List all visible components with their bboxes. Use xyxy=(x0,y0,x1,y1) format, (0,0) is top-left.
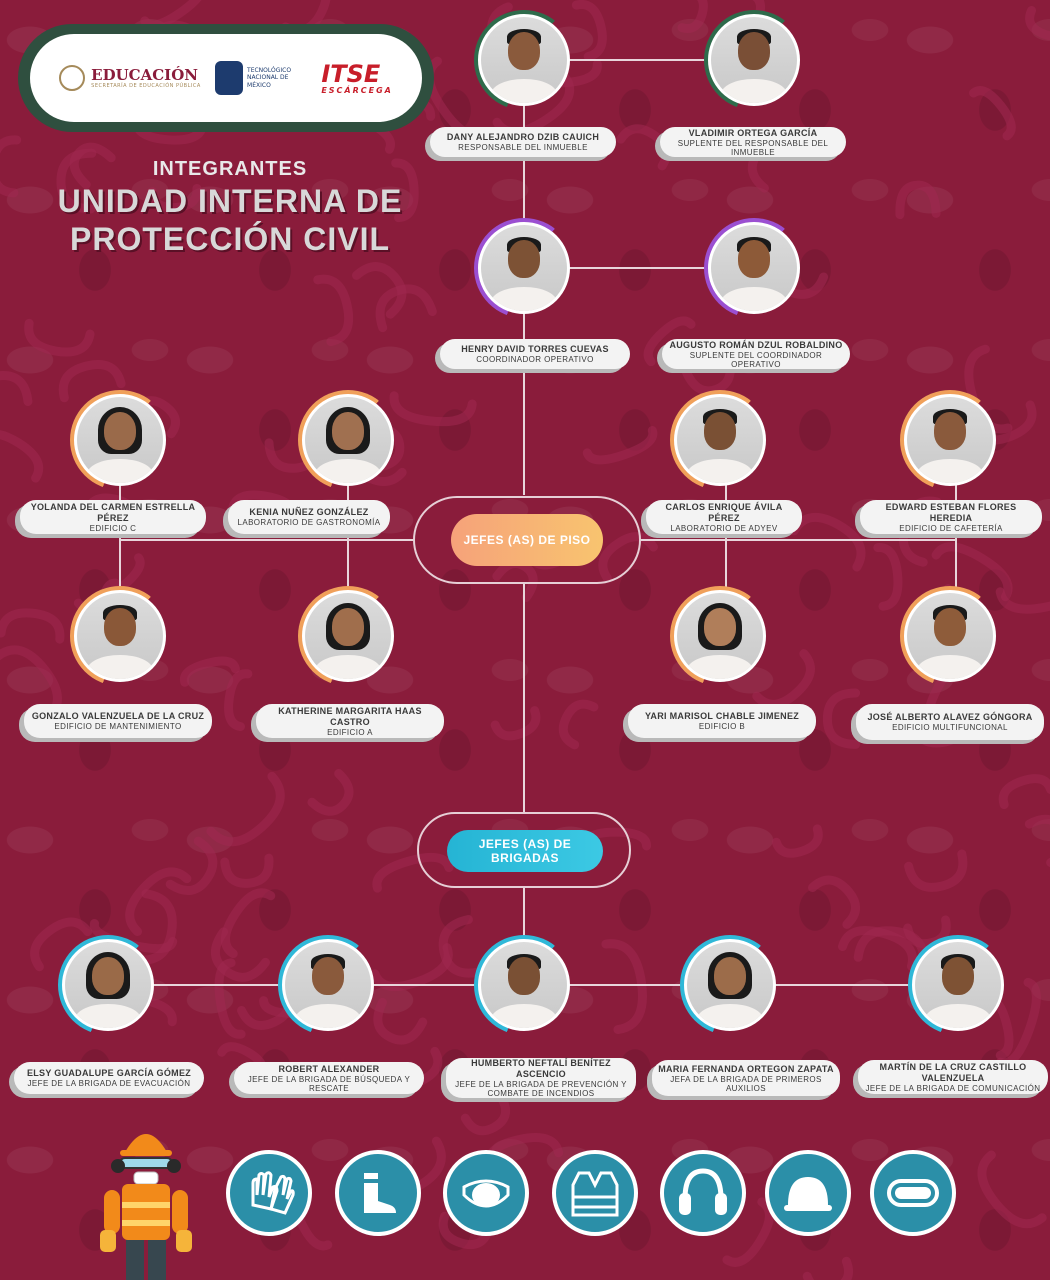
person-label: YOLANDA DEL CARMEN ESTRELLA PÉREZ EDIFIC… xyxy=(20,500,206,534)
person-label: GONZALO VALENZUELA DE LA CRUZ EDIFICIO D… xyxy=(24,704,212,738)
person-name: VLADIMIR ORTEGA GARCÍA xyxy=(688,127,818,138)
person-name: YARI MARISOL CHABLE JIMENEZ xyxy=(644,711,800,721)
person-name: HENRY DAVID TORRES CUEVAS xyxy=(461,344,609,354)
person-role: LABORATORIO DE GASTRONOMÍA xyxy=(237,518,381,527)
person-role: EDIFICIO A xyxy=(327,727,373,737)
portrait-photo xyxy=(74,394,166,486)
itse-text: ITSE xyxy=(321,59,381,88)
portrait-photo xyxy=(74,590,166,682)
person-role: COORDINADOR OPERATIVO xyxy=(476,355,594,364)
person-name: EDWARD ESTEBAN FLORES HEREDIA xyxy=(885,501,1017,523)
educacion-subtext: SECRETARÍA DE EDUCACIÓN PÚBLICA xyxy=(91,82,201,89)
person-label: VLADIMIR ORTEGA GARCÍA SUPLENTE DEL RESP… xyxy=(660,127,846,157)
portrait-photo xyxy=(282,939,374,1031)
person-label: HUMBERTO NEFTALÍ BENÍTEZ ASCENCIO JEFE D… xyxy=(446,1058,636,1098)
portrait-photo xyxy=(912,939,1004,1031)
safety-worker-icon xyxy=(100,1134,192,1280)
person-name: MARIA FERNANDA ORTEGON ZAPATA xyxy=(658,1063,834,1074)
person-role: EDIFICIO DE CAFETERÍA xyxy=(899,523,1003,533)
portrait-photo xyxy=(302,394,394,486)
hub-jefes-brigadas: JEFES (AS) DE BRIGADAS xyxy=(417,812,631,888)
person-name: ELSY GUADALUPE GARCÍA GÓMEZ xyxy=(26,1068,192,1078)
seal-icon xyxy=(59,65,86,91)
person-role: JEFE DE LA BRIGADA DE BÚSQUEDA Y RESCATE xyxy=(247,1074,411,1093)
mask-icon xyxy=(443,1150,529,1236)
person-name: DANY ALEJANDRO DZIB CAUICH xyxy=(446,132,600,142)
person-role: SUPLENTE DEL COORDINADOR OPERATIVO xyxy=(689,350,823,369)
person-label: EDWARD ESTEBAN FLORES HEREDIA EDIFICIO D… xyxy=(860,500,1042,534)
title-line-1: UNIDAD INTERNA DE xyxy=(57,183,403,219)
title-line-2: PROTECCIÓN CIVIL xyxy=(69,221,390,257)
person-name: HUMBERTO NEFTALÍ BENÍTEZ ASCENCIO xyxy=(471,1058,611,1079)
educacion-text: EDUCACIÓN xyxy=(91,65,198,84)
person-role: EDIFICIO MULTIFUNCIONAL xyxy=(892,723,1008,732)
logo-banner: EDUCACIÓN SECRETARÍA DE EDUCACIÓN PÚBLIC… xyxy=(18,24,434,132)
itse-logo: ITSE ESCÁRCEGA xyxy=(321,62,393,95)
portrait-photo xyxy=(674,590,766,682)
portrait-photo xyxy=(904,394,996,486)
portrait-photo xyxy=(478,14,570,106)
person-label: YARI MARISOL CHABLE JIMENEZ EDIFICIO B xyxy=(628,704,816,738)
person-role: EDIFICIO C xyxy=(89,523,137,533)
goggles-icon xyxy=(870,1150,956,1236)
person-name: CARLOS ENRIQUE ÁVILA PÉREZ xyxy=(665,501,783,523)
person-name: ROBERT ALEXANDER xyxy=(278,1063,380,1074)
person-label: AUGUSTO ROMÁN DZUL ROBALDINO SUPLENTE DE… xyxy=(662,339,850,369)
portrait-photo xyxy=(684,939,776,1031)
person-label: KENIA NUÑEZ GONZÁLEZ LABORATORIO DE GAST… xyxy=(228,500,390,534)
portrait-photo xyxy=(478,939,570,1031)
hub-jefes-piso-label: JEFES (AS) DE PISO xyxy=(451,514,603,566)
person-name: YOLANDA DEL CARMEN ESTRELLA PÉREZ xyxy=(30,501,196,523)
person-name: AUGUSTO ROMÁN DZUL ROBALDINO xyxy=(669,339,843,350)
person-label: ROBERT ALEXANDER JEFE DE LA BRIGADA DE B… xyxy=(234,1062,424,1094)
tecnm-gear-icon xyxy=(215,61,244,95)
vest-icon xyxy=(552,1150,638,1236)
tecnm-logo: TECNOLÓGICO NACIONAL DE MÉXICO xyxy=(215,61,307,95)
person-role: JEFA DE LA BRIGADA DE PRIMEROS AUXILIOS xyxy=(670,1074,822,1093)
person-role: JEFE DE LA BRIGADA DE PREVENCIÓN Y COMBA… xyxy=(455,1080,627,1098)
itse-subtext: ESCÁRCEGA xyxy=(321,85,393,95)
person-role: SUPLENTE DEL RESPONSABLE DEL INMUEBLE xyxy=(677,138,829,157)
person-label: ELSY GUADALUPE GARCÍA GÓMEZ JEFE DE LA B… xyxy=(14,1062,204,1094)
portrait-photo xyxy=(708,14,800,106)
person-label: CARLOS ENRIQUE ÁVILA PÉREZ LABORATORIO D… xyxy=(646,500,802,534)
person-label: DANY ALEJANDRO DZIB CAUICH RESPONSABLE D… xyxy=(430,127,616,157)
title-small: INTEGRANTES xyxy=(152,158,308,180)
earmuffs-icon xyxy=(660,1150,746,1236)
person-label: HENRY DAVID TORRES CUEVAS COORDINADOR OP… xyxy=(440,339,630,369)
person-role: JEFE DE LA BRIGADA DE COMUNICACIÓN xyxy=(865,1083,1041,1093)
portrait-photo xyxy=(62,939,154,1031)
person-label: JOSÉ ALBERTO ALAVEZ GÓNGORA EDIFICIO MUL… xyxy=(856,704,1044,740)
portrait-photo xyxy=(708,222,800,314)
person-name: KATHERINE MARGARITA HAAS CASTRO xyxy=(278,705,422,727)
portrait-photo xyxy=(478,222,570,314)
boots-icon xyxy=(335,1150,421,1236)
educacion-logo: EDUCACIÓN SECRETARÍA DE EDUCACIÓN PÚBLIC… xyxy=(59,65,201,91)
hub-brigadas-line-2: BRIGADAS xyxy=(490,851,559,865)
person-label: MARIA FERNANDA ORTEGON ZAPATA JEFA DE LA… xyxy=(652,1060,840,1096)
person-role: LABORATORIO DE ADYEV xyxy=(670,523,778,533)
person-name: MARTÍN DE LA CRUZ CASTILLO VALENZUELA xyxy=(879,1061,1027,1083)
title-main: UNIDAD INTERNA DE PROTECCIÓN CIVIL xyxy=(20,182,440,258)
person-label: KATHERINE MARGARITA HAAS CASTRO EDIFICIO… xyxy=(256,704,444,738)
hub-brigadas-line-1: JEFES (AS) DE xyxy=(478,837,572,851)
portrait-photo xyxy=(904,590,996,682)
portrait-photo xyxy=(302,590,394,682)
person-name: KENIA NUÑEZ GONZÁLEZ xyxy=(249,507,369,517)
hub-jefes-piso: JEFES (AS) DE PISO xyxy=(413,496,641,584)
person-role: JEFE DE LA BRIGADA DE EVACUACIÓN xyxy=(27,1079,191,1088)
person-label: MARTÍN DE LA CRUZ CASTILLO VALENZUELA JE… xyxy=(858,1060,1048,1094)
hub-jefes-brigadas-label: JEFES (AS) DE BRIGADAS xyxy=(447,830,603,872)
person-role: EDIFICIO B xyxy=(698,722,746,731)
person-role: EDIFICIO DE MANTENIMIENTO xyxy=(54,722,182,731)
person-name: JOSÉ ALBERTO ALAVEZ GÓNGORA xyxy=(867,712,1033,722)
hardhat-icon xyxy=(765,1150,851,1236)
portrait-photo xyxy=(674,394,766,486)
person-role: RESPONSABLE DEL INMUEBLE xyxy=(458,143,588,152)
person-name: GONZALO VALENZUELA DE LA CRUZ xyxy=(31,711,205,721)
tecnm-text: TECNOLÓGICO NACIONAL DE MÉXICO xyxy=(247,67,292,89)
gloves-icon xyxy=(226,1150,312,1236)
